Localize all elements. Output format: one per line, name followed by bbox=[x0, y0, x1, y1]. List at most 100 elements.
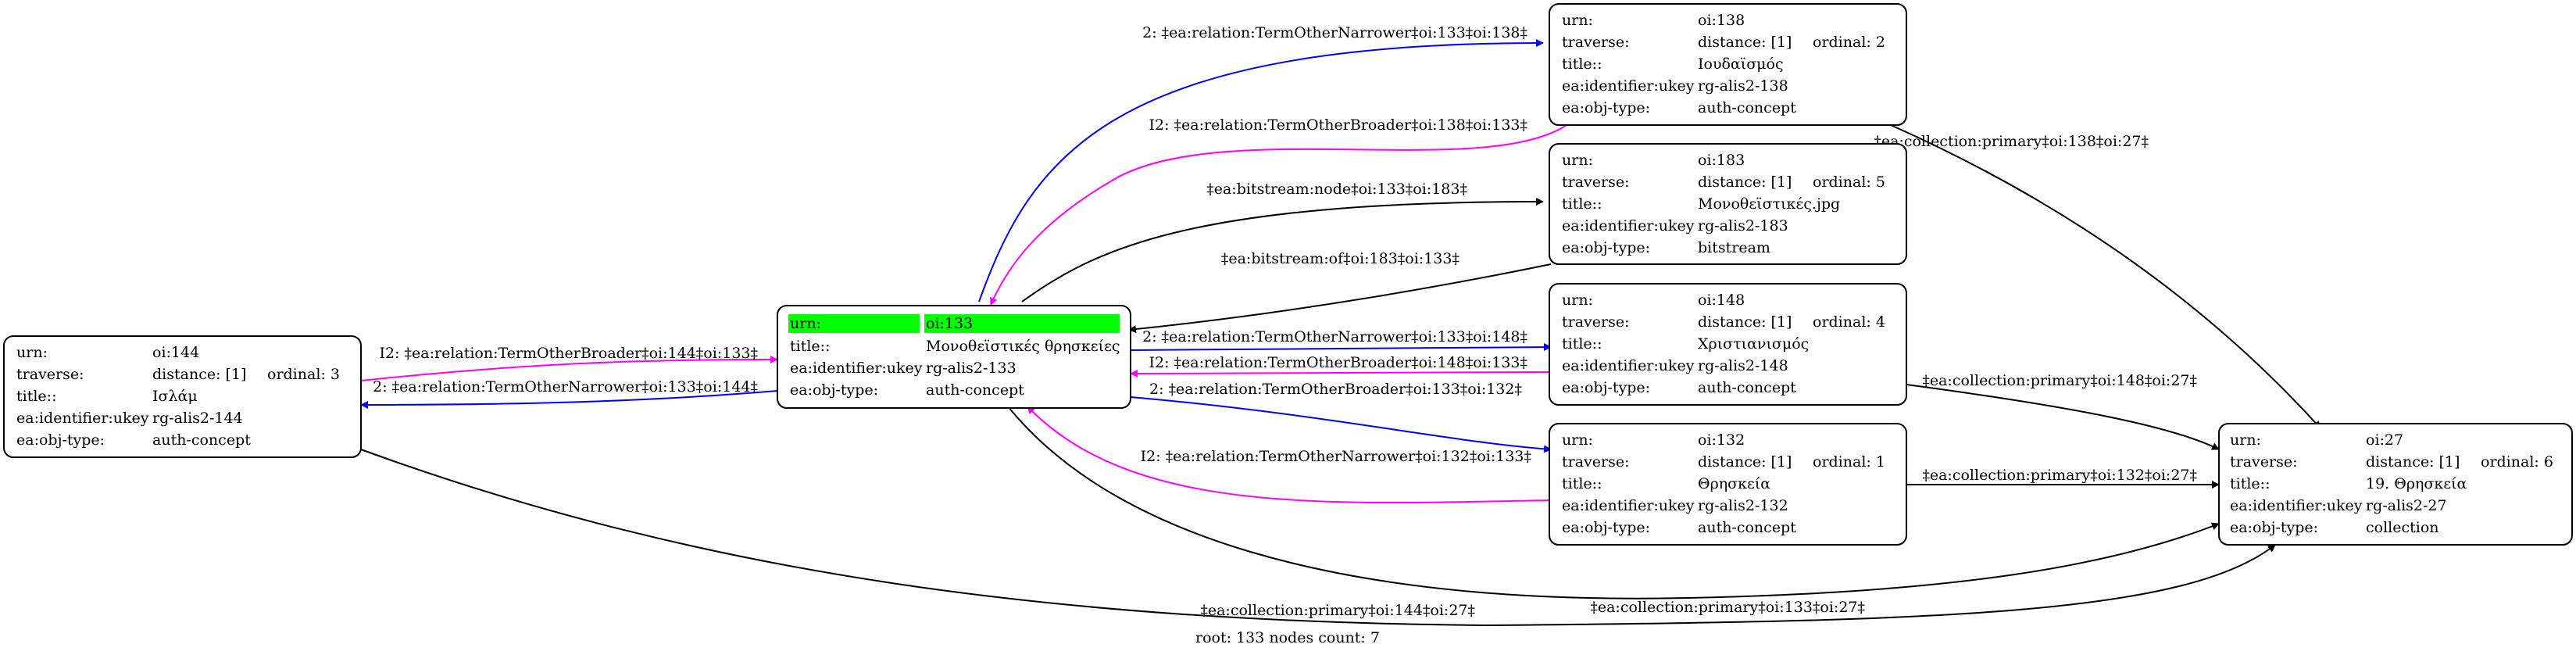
edge-label-133-148: 2: ‡ea:relation:TermOtherNarrower‡oi:133… bbox=[1142, 328, 1527, 345]
row-value: distance: [1] bbox=[1698, 453, 1792, 471]
row-value: 19. Θρησκεία bbox=[2366, 475, 2467, 492]
row-key: ea:identifier:ukey bbox=[1562, 77, 1695, 95]
edge-133-to-132 bbox=[1130, 396, 1552, 453]
row-key: urn: bbox=[1562, 431, 1593, 449]
row-value: rg-alis2-138 bbox=[1698, 77, 1788, 95]
row-key: traverse: bbox=[1562, 313, 1630, 331]
node-oi-27[interactable]: urn: oi:27 traverse: distance: [1] ordin… bbox=[2218, 423, 2573, 546]
row-value: Χριστιανισμός bbox=[1698, 335, 1809, 353]
row-key: urn: bbox=[16, 344, 48, 361]
row-key: ea:identifier:ukey bbox=[16, 410, 149, 427]
row-key: traverse: bbox=[1562, 34, 1630, 51]
edge-label-133-138: 2: ‡ea:relation:TermOtherNarrower‡oi:133… bbox=[1142, 24, 1527, 41]
graph-caption: root: 133 nodes count: 7 bbox=[1195, 629, 1380, 646]
row-key: traverse: bbox=[1562, 453, 1630, 471]
row-key: title:: bbox=[1562, 195, 1602, 213]
row-key: ea:identifier:ukey bbox=[1562, 497, 1695, 514]
edge-label-138-27: ‡ea:collection:primary‡oi:138‡oi:27‡ bbox=[1874, 133, 2149, 150]
node-oi-183[interactable]: urn: oi:183 traverse: distance: [1] ordi… bbox=[1549, 143, 1907, 265]
row-extra: ordinal: 2 bbox=[1813, 34, 1885, 51]
row-value: distance: [1] bbox=[152, 366, 246, 383]
row-key: ea:identifier:ukey bbox=[2230, 497, 2363, 514]
row-value: Ισλάμ bbox=[152, 388, 198, 405]
row-key: ea:obj-type: bbox=[2230, 519, 2318, 536]
edge-148-to-27 bbox=[1906, 384, 2220, 450]
node-oi-148[interactable]: urn: oi:148 traverse: distance: [1] ordi… bbox=[1549, 283, 1907, 406]
row-key: title:: bbox=[16, 388, 56, 405]
row-value: rg-alis2-27 bbox=[2366, 497, 2447, 514]
row-key: traverse: bbox=[2230, 453, 2298, 471]
node-oi-144[interactable]: urn: oi:144 traverse: distance: [1] ordi… bbox=[3, 335, 362, 458]
edge-148-to-133 bbox=[1130, 369, 1552, 378]
row-key: ea:identifier:ukey bbox=[1562, 357, 1695, 374]
edge-133-to-148 bbox=[1130, 343, 1552, 352]
row-value: oi:138 bbox=[1698, 12, 1745, 29]
row-value: auth-concept bbox=[1698, 519, 1796, 536]
row-value: oi:133 bbox=[926, 315, 973, 332]
row-key: title:: bbox=[2230, 475, 2270, 492]
row-value: Ιουδαϊσμός bbox=[1698, 55, 1784, 73]
row-value: rg-alis2-183 bbox=[1698, 217, 1788, 234]
row-key: ea:obj-type: bbox=[1562, 379, 1650, 396]
row-value: collection bbox=[2366, 519, 2439, 536]
row-key: urn: bbox=[1562, 292, 1593, 309]
row-key: urn: bbox=[1562, 12, 1593, 29]
row-key: urn: bbox=[790, 315, 821, 332]
node-oi-133[interactable]: urn: oi:133 title:: Μονοθεϊστικές θρησκε… bbox=[777, 305, 1131, 409]
edges bbox=[360, 39, 2321, 627]
row-value: oi:144 bbox=[152, 344, 199, 361]
edge-label-133-144: 2: ‡ea:relation:TermOtherNarrower‡oi:133… bbox=[373, 378, 758, 396]
row-value: Θρησκεία bbox=[1698, 475, 1770, 492]
row-key: ea:obj-type: bbox=[1562, 239, 1650, 256]
row-value: auth-concept bbox=[1698, 99, 1796, 116]
node-oi-138[interactable]: urn: oi:138 traverse: distance: [1] ordi… bbox=[1549, 3, 1907, 126]
row-value: oi:27 bbox=[2366, 431, 2403, 449]
edge-132-to-133 bbox=[1027, 406, 1552, 504]
edge-label-133-183: ‡ea:bitstream:node‡oi:133‡oi:183‡ bbox=[1206, 181, 1467, 198]
edge-133-to-144 bbox=[360, 390, 778, 409]
row-key: ea:identifier:ukey bbox=[790, 360, 923, 377]
edge-label-132-27: ‡ea:collection:primary‡oi:132‡oi:27‡ bbox=[1922, 467, 2197, 484]
row-value: oi:183 bbox=[1698, 152, 1745, 169]
row-key: traverse: bbox=[1562, 174, 1630, 191]
row-value: Μονοθεϊστικές θρησκείες bbox=[926, 338, 1120, 355]
row-extra: ordinal: 5 bbox=[1813, 174, 1885, 191]
edge-133-to-183 bbox=[1021, 198, 1544, 302]
row-value: auth-concept bbox=[1698, 379, 1796, 396]
row-value: oi:132 bbox=[1698, 431, 1745, 449]
row-value: rg-alis2-144 bbox=[152, 410, 243, 427]
edge-label-133-27: ‡ea:collection:primary‡oi:133‡oi:27‡ bbox=[1590, 599, 1865, 616]
edge-138-to-27 bbox=[1890, 124, 2321, 429]
edge-label-148-27: ‡ea:collection:primary‡oi:148‡oi:27‡ bbox=[1922, 372, 2197, 389]
row-key: title:: bbox=[1562, 475, 1602, 492]
row-key: ea:identifier:ukey bbox=[1562, 217, 1695, 234]
urn-key-highlight bbox=[788, 314, 920, 333]
row-key: ea:obj-type: bbox=[16, 431, 105, 449]
row-key: ea:obj-type: bbox=[1562, 99, 1650, 116]
edge-label-148-133: I2: ‡ea:relation:TermOtherBroader‡oi:148… bbox=[1149, 354, 1527, 371]
edge-138-to-133 bbox=[990, 124, 1567, 306]
row-key: title:: bbox=[790, 338, 830, 355]
edge-label-144-133: I2: ‡ea:relation:TermOtherBroader‡oi:144… bbox=[379, 345, 758, 362]
row-value: distance: [1] bbox=[1698, 174, 1792, 191]
edge-144-to-27 bbox=[360, 449, 2276, 627]
edge-label-132-133: I2: ‡ea:relation:TermOtherNarrower‡oi:13… bbox=[1141, 448, 1531, 465]
edge-label-138-133: I2: ‡ea:relation:TermOtherBroader‡oi:138… bbox=[1149, 116, 1527, 134]
row-value: rg-alis2-132 bbox=[1698, 497, 1788, 514]
row-extra: ordinal: 1 bbox=[1813, 453, 1885, 471]
row-key: title:: bbox=[1562, 335, 1602, 353]
row-value: oi:148 bbox=[1698, 292, 1745, 309]
row-key: traverse: bbox=[16, 366, 84, 383]
row-value: rg-alis2-148 bbox=[1698, 357, 1788, 374]
row-value: auth-concept bbox=[152, 431, 251, 449]
row-value: auth-concept bbox=[926, 381, 1024, 399]
row-key: urn: bbox=[1562, 152, 1593, 169]
edge-label-144-27: ‡ea:collection:primary‡oi:144‡oi:27‡ bbox=[1200, 602, 1475, 619]
row-value: distance: [1] bbox=[1698, 313, 1792, 331]
row-key: title:: bbox=[1562, 55, 1602, 73]
row-key: ea:obj-type: bbox=[1562, 519, 1650, 536]
edge-144-to-133 bbox=[360, 356, 778, 381]
node-oi-132[interactable]: urn: oi:132 traverse: distance: [1] ordi… bbox=[1549, 423, 1907, 546]
row-value: bitstream bbox=[1698, 239, 1770, 256]
